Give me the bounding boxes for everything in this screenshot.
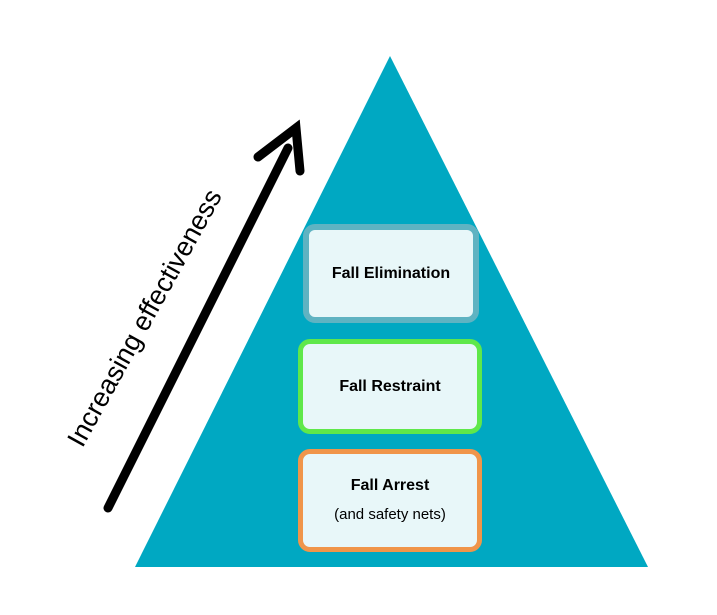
level-title: Fall Restraint (339, 377, 441, 395)
level-fall-elimination: Fall Elimination (303, 224, 479, 323)
effectiveness-arrow (103, 119, 305, 513)
level-title: Fall Elimination (331, 264, 451, 282)
level-subtitle: (and safety nets) (334, 506, 446, 523)
level-fall-arrest: Fall Arrest (and safety nets) (298, 449, 482, 552)
arrow-shaft (103, 143, 293, 513)
level-fall-restraint: Fall Restraint (298, 339, 482, 434)
level-title: Fall Arrest (350, 477, 430, 494)
arrow-head (253, 119, 305, 176)
